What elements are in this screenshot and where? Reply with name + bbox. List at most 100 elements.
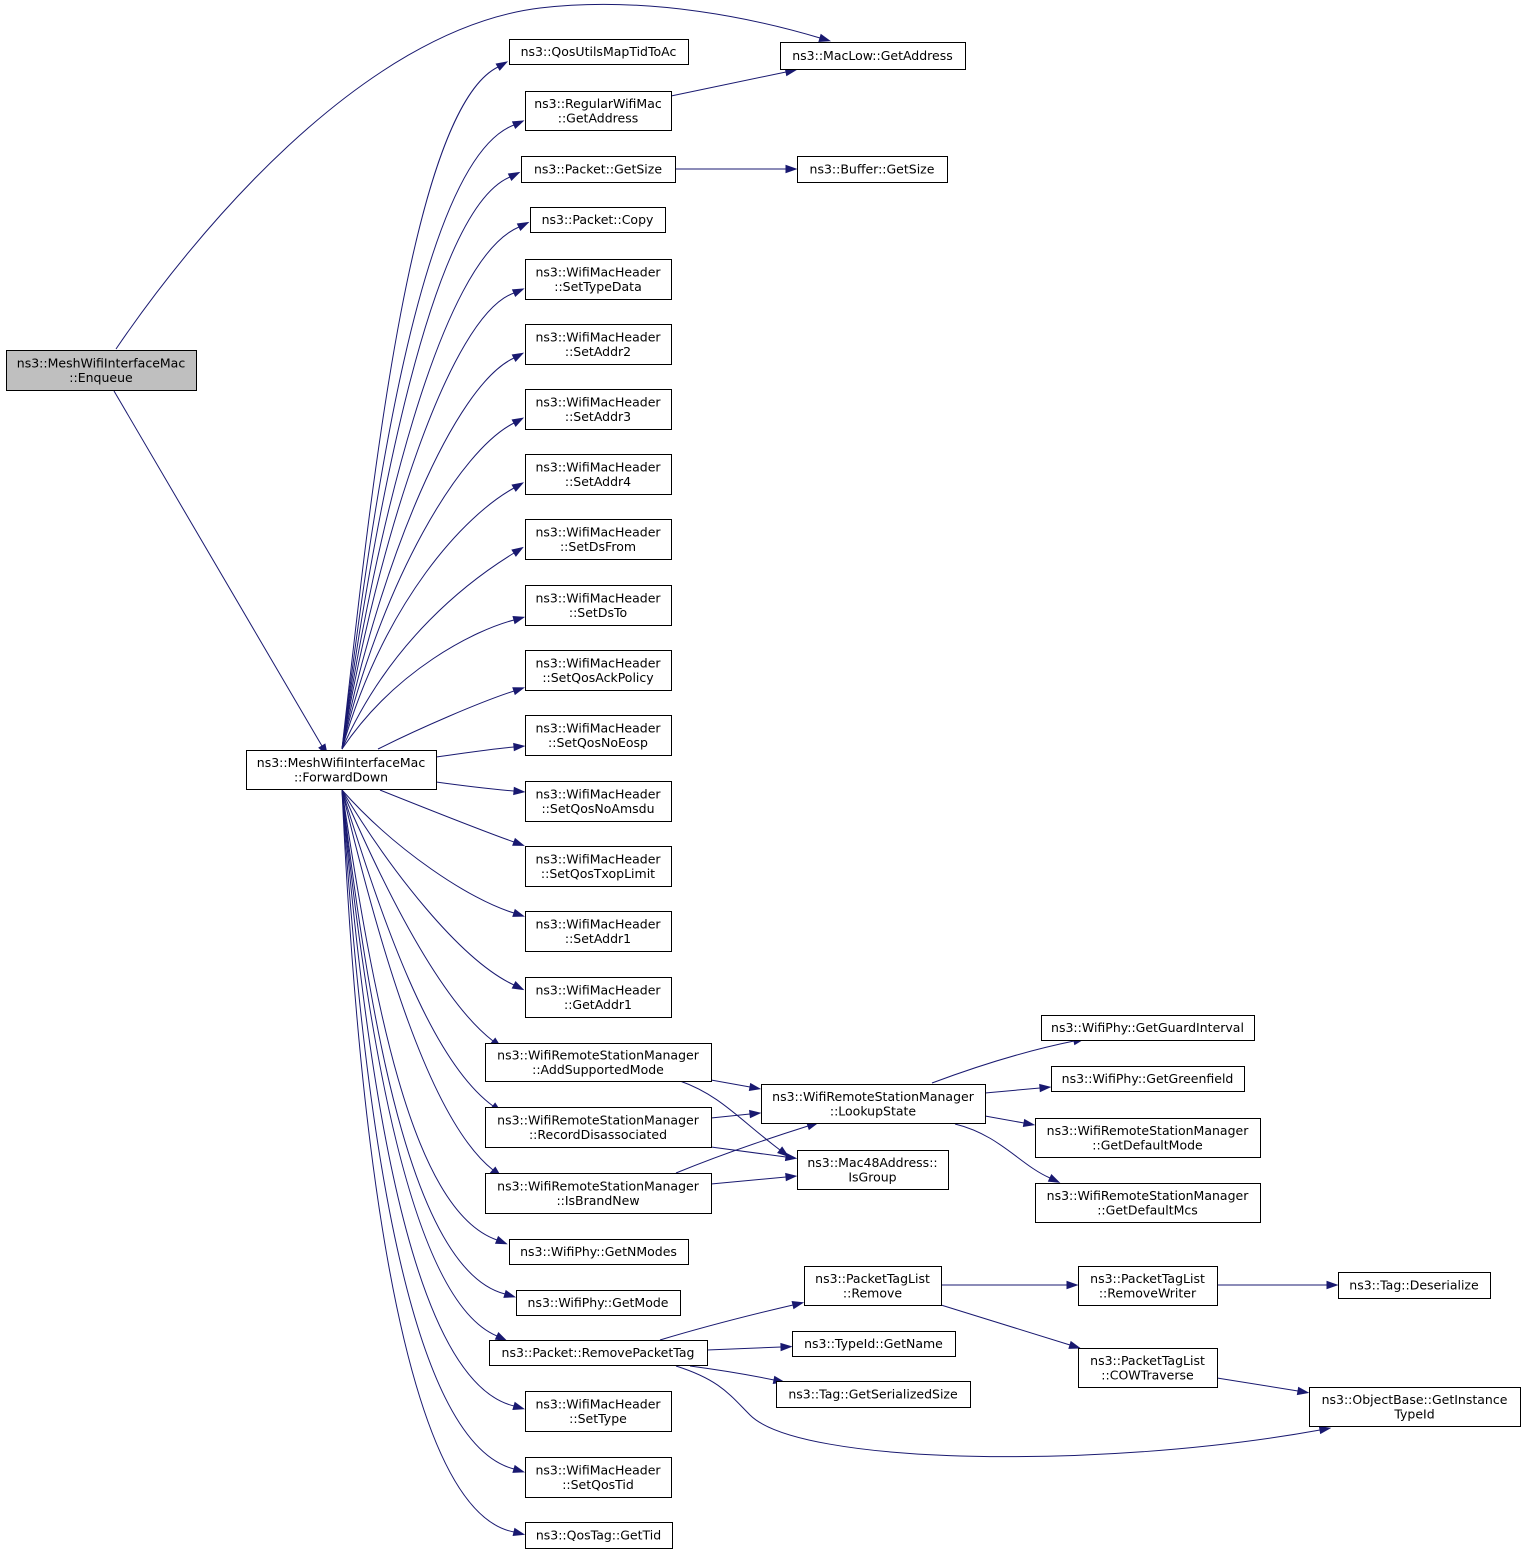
node-setqosnoamsdu[interactable]: ns3::WifiMacHeader::SetQosNoAmsdu (525, 781, 672, 822)
edge-arrowhead (785, 164, 798, 174)
node-getguardinterval[interactable]: ns3::WifiPhy::GetGuardInterval (1041, 1015, 1255, 1041)
node-settype[interactable]: ns3::WifiMacHeader::SetType (525, 1391, 672, 1432)
edge-removepackettag-to-objectbase_getinstancetypeid (675, 1365, 1332, 1458)
node-packet_getsize[interactable]: ns3::Packet::GetSize (521, 156, 676, 183)
node-setaddr1[interactable]: ns3::WifiMacHeader::SetAddr1 (525, 911, 672, 952)
node-setqostxoplimit[interactable]: ns3::WifiMacHeader::SetQosTxopLimit (525, 846, 672, 887)
node-getnmodes[interactable]: ns3::WifiPhy::GetNModes (509, 1239, 689, 1265)
node-box (525, 91, 672, 131)
edge-line (341, 789, 515, 1407)
node-tag_getserializedsize[interactable]: ns3::Tag::GetSerializedSize (776, 1381, 971, 1408)
node-recorddisassociated[interactable]: ns3::WifiRemoteStationManager::RecordDis… (485, 1107, 712, 1148)
node-box (525, 1391, 672, 1432)
edge-arrowhead (1022, 1118, 1036, 1128)
edge-arrowhead (791, 1301, 805, 1310)
node-label-line: ns3::Packet::RemovePacketTag (502, 1345, 695, 1360)
node-removepackettag[interactable]: ns3::Packet::RemovePacketTag (489, 1340, 708, 1366)
node-label-line: ::SetQosNoAmsdu (541, 801, 654, 816)
edge-line (435, 781, 515, 792)
edge-arrowhead (511, 417, 525, 427)
node-setaddr3[interactable]: ns3::WifiMacHeader::SetAddr3 (525, 389, 672, 430)
node-qosutils[interactable]: ns3::QosUtilsMapTidToAc (509, 39, 689, 65)
edge-line (675, 1365, 1321, 1458)
node-label-line: ns3::WifiMacHeader (535, 786, 661, 801)
node-setdsfrom[interactable]: ns3::WifiMacHeader::SetDsFrom (525, 519, 672, 560)
node-box (489, 1340, 708, 1366)
node-ptl_cowtraverse[interactable]: ns3::PacketTagList::COWTraverse (1078, 1348, 1218, 1388)
node-setqosackpolicy[interactable]: ns3::WifiMacHeader::SetQosAckPolicy (525, 650, 672, 691)
edge-line (341, 789, 515, 914)
node-label-line: ::LookupState (830, 1103, 917, 1118)
edge-forwarddown-to-packet_copy (341, 221, 530, 750)
node-getdefaultmode[interactable]: ns3::WifiRemoteStationManager::GetDefaul… (1035, 1118, 1261, 1158)
edge-line (341, 789, 494, 1107)
edge-arrowhead (780, 1342, 793, 1352)
node-ptl_remove[interactable]: ns3::PacketTagList::Remove (804, 1266, 942, 1306)
edge-line (710, 1079, 751, 1088)
node-label-line: ns3::WifiMacHeader (535, 264, 661, 279)
node-settypedata[interactable]: ns3::WifiMacHeader::SetTypeData (525, 259, 672, 300)
node-label-line: ns3::MacLow::GetAddress (792, 48, 953, 63)
node-label-line: ns3::RegularWifiMac (534, 96, 662, 111)
edge-removepackettag-to-tag_getserializedsize (689, 1365, 786, 1384)
node-box (525, 650, 672, 691)
edge-forwarddown-to-settypedata (341, 288, 525, 750)
node-typeid_getname[interactable]: ns3::TypeId::GetName (792, 1331, 956, 1357)
node-qostag_gettid[interactable]: ns3::QosTag::GetTid (525, 1522, 673, 1549)
node-addsupportedmode[interactable]: ns3::WifiRemoteStationManager::AddSuppor… (485, 1043, 712, 1082)
edge-recorddisassociated-to-isgroup (710, 1146, 798, 1162)
node-setqosnoeosp[interactable]: ns3::WifiMacHeader::SetQosNoEosp (525, 715, 672, 756)
node-label-line: ns3::QosTag::GetTid (536, 1528, 661, 1543)
node-label-line: ::SetAddr1 (565, 931, 631, 946)
node-box (485, 1173, 712, 1214)
edge-arrowhead (511, 981, 525, 991)
edge-line (341, 789, 506, 1295)
node-regular_getaddress[interactable]: ns3::RegularWifiMac::GetAddress (525, 91, 672, 131)
node-getdefaultmcs[interactable]: ns3::WifiRemoteStationManager::GetDefaul… (1035, 1183, 1261, 1223)
node-lookupstate[interactable]: ns3::WifiRemoteStationManager::LookupSta… (761, 1084, 986, 1124)
edge-forwarddown-to-setqostxoplimit (379, 789, 525, 846)
node-setqostid[interactable]: ns3::WifiMacHeader::SetQosTid (525, 1457, 672, 1498)
node-tag_deserialize[interactable]: ns3::Tag::Deserialize (1338, 1272, 1491, 1299)
edge-forwarddown-to-qosutils (341, 61, 509, 750)
edge-arrowhead (818, 33, 832, 42)
edge-enqueue-to-maclow_getaddress (115, 3, 832, 350)
node-isbrandnew[interactable]: ns3::WifiRemoteStationManager::IsBrandNe… (485, 1173, 712, 1214)
node-getaddr1[interactable]: ns3::WifiMacHeader::GetAddr1 (525, 977, 672, 1018)
node-box (525, 781, 672, 822)
node-isgroup[interactable]: ns3::Mac48Address::IsGroup (797, 1150, 949, 1190)
edge-forwarddown-to-getmode (341, 789, 517, 1298)
edge-line (341, 176, 511, 750)
node-label-line: ::SetDsTo (569, 605, 627, 620)
node-label-line: ::SetQosTid (562, 1477, 634, 1492)
node-getgreenfield[interactable]: ns3::WifiPhy::GetGreenfield (1051, 1066, 1245, 1092)
edge-arrowhead (511, 352, 525, 362)
edge-arrowhead (777, 1146, 790, 1158)
node-enqueue[interactable]: ns3::MeshWifiInterfaceMac::Enqueue (6, 350, 197, 391)
node-buffer_getsize[interactable]: ns3::Buffer::GetSize (797, 156, 948, 183)
node-setaddr2[interactable]: ns3::WifiMacHeader::SetAddr2 (525, 324, 672, 365)
edge-ptl_remove-to-ptl_cowtraverse (940, 1304, 1082, 1349)
edge-line (984, 1115, 1025, 1124)
node-label-line: ns3::WifiRemoteStationManager (497, 1112, 700, 1127)
node-forwarddown[interactable]: ns3::MeshWifiInterfaceMac::ForwardDown (246, 750, 437, 790)
node-setdsto[interactable]: ns3::WifiMacHeader::SetDsTo (525, 585, 672, 626)
node-label-line: ::GetDefaultMcs (1097, 1202, 1198, 1217)
node-label-line: ::GetAddr1 (564, 997, 632, 1012)
node-box (509, 1239, 689, 1265)
nodes-layer: ns3::MeshWifiInterfaceMac::Enqueuens3::M… (6, 39, 1521, 1549)
node-label-line: ::SetDsFrom (560, 539, 636, 554)
node-label-line: ::RemoveWriter (1099, 1285, 1197, 1300)
node-setaddr4[interactable]: ns3::WifiMacHeader::SetAddr4 (525, 454, 672, 495)
edge-forwarddown-to-setqosnoeosp (435, 742, 526, 758)
node-maclow_getaddress[interactable]: ns3::MacLow::GetAddress (780, 42, 966, 70)
node-getmode[interactable]: ns3::WifiPhy::GetMode (516, 1290, 681, 1316)
node-label-line: ::SetQosNoEosp (548, 735, 648, 750)
node-packet_copy[interactable]: ns3::Packet::Copy (530, 207, 666, 233)
node-ptl_removewriter[interactable]: ns3::PacketTagList::RemoveWriter (1078, 1266, 1218, 1306)
edges-layer (113, 3, 1339, 1536)
edge-line (710, 1176, 787, 1185)
node-label-line: ns3::WifiMacHeader (535, 524, 661, 539)
